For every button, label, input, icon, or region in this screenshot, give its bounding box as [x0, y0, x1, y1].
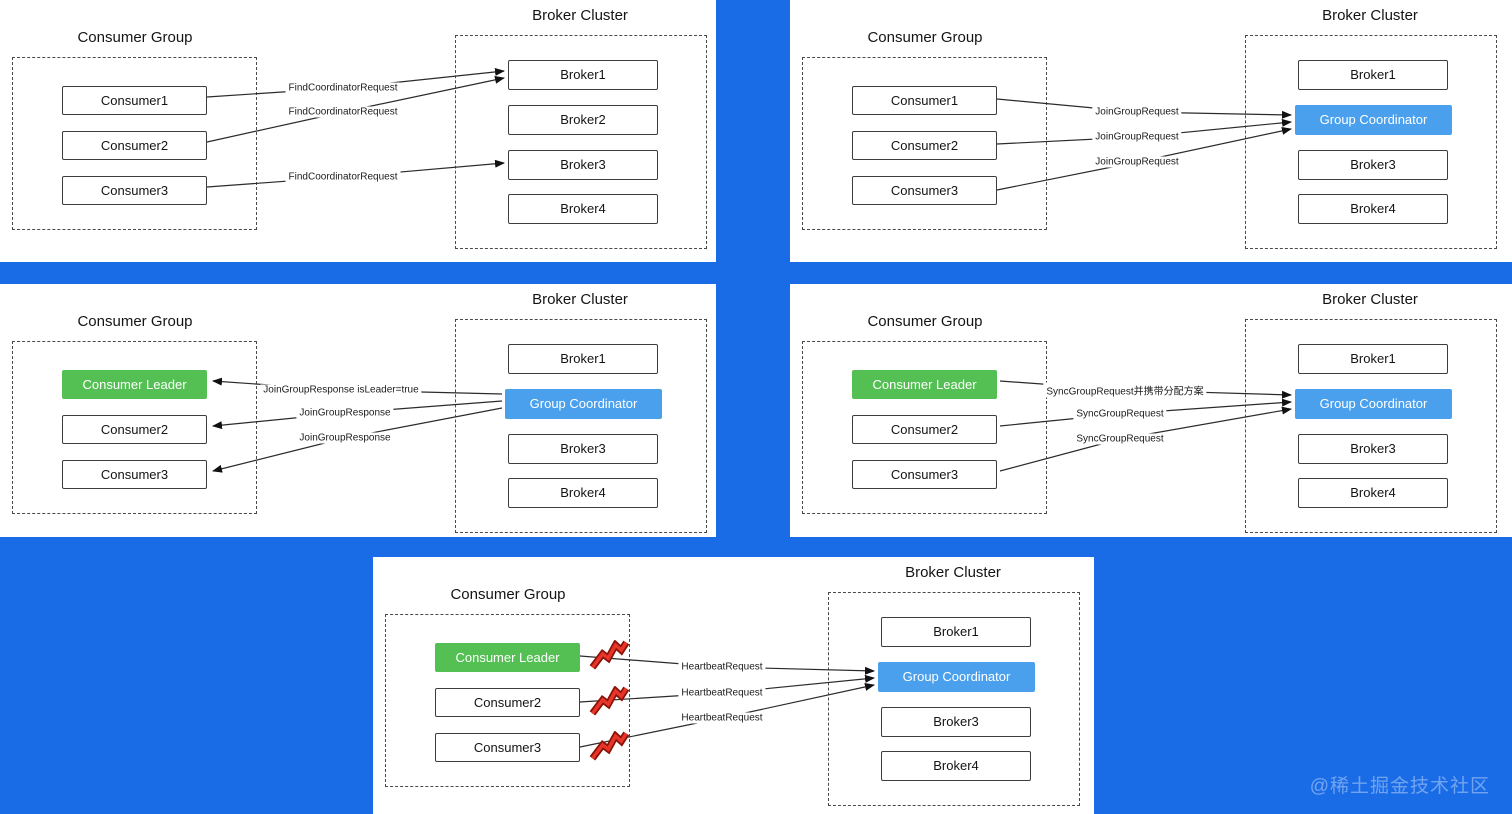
broker-node: Broker1	[881, 617, 1031, 647]
broker-node: Broker1	[508, 60, 658, 90]
broker-node: Broker1	[508, 344, 658, 374]
broker-node: Broker4	[508, 194, 658, 224]
consumer-node: Consumer2	[62, 131, 207, 160]
consumer-node: Consumer2	[435, 688, 580, 717]
broker-cluster-title: Broker Cluster	[905, 564, 1001, 581]
group-coordinator-node: Group Coordinator	[1295, 105, 1452, 135]
consumer-leader-node: Consumer Leader	[62, 370, 207, 399]
arrow-label: JoinGroupRequest	[1092, 156, 1182, 168]
consumer-node: Consumer2	[852, 415, 997, 444]
group-coordinator-node: Group Coordinator	[878, 662, 1035, 692]
arrow-label: SyncGroupRequest	[1073, 433, 1167, 445]
broker-node: Broker4	[1298, 194, 1448, 224]
lightning-bolt-icon	[589, 685, 630, 716]
consumer-group-title: Consumer Group	[77, 29, 193, 46]
broker-node: Broker1	[1298, 60, 1448, 90]
arrow-label: HeartbeatRequest	[678, 712, 766, 724]
arrow-label: JoinGroupResponse	[296, 407, 394, 419]
panel-heartbeat-request: Broker Cluster Consumer Group Consumer L…	[373, 557, 1094, 814]
consumer-node: Consumer3	[62, 460, 207, 489]
consumer-group-title: Consumer Group	[867, 29, 983, 46]
broker-cluster-title: Broker Cluster	[532, 291, 628, 308]
arrow-label: HeartbeatRequest	[678, 687, 766, 699]
watermark: @稀土掘金技术社区	[1309, 776, 1490, 797]
broker-cluster-title: Broker Cluster	[532, 7, 628, 24]
consumer-group-title: Consumer Group	[450, 586, 566, 603]
consumer-group-box	[12, 57, 257, 230]
consumer-node: Consumer3	[852, 460, 997, 489]
panel-join-group-request: Broker Cluster Consumer Group Consumer1 …	[790, 0, 1512, 262]
arrow-label: FindCoordinatorRequest	[285, 82, 401, 94]
broker-node: Broker3	[508, 150, 658, 180]
broker-node: Broker3	[1298, 434, 1448, 464]
group-coordinator-node: Group Coordinator	[1295, 389, 1452, 419]
consumer-node: Consumer1	[852, 86, 997, 115]
consumer-node: Consumer3	[62, 176, 207, 205]
arrow-label: JoinGroupRequest	[1092, 131, 1182, 143]
broker-node: Broker4	[508, 478, 658, 508]
consumer-group-title: Consumer Group	[867, 313, 983, 330]
consumer-node: Consumer3	[435, 733, 580, 762]
broker-node: Broker4	[1298, 478, 1448, 508]
arrow-label: SyncGroupRequest并携带分配方案	[1043, 382, 1207, 398]
broker-node: Broker2	[508, 105, 658, 135]
consumer-node: Consumer2	[852, 131, 997, 160]
broker-cluster-title: Broker Cluster	[1322, 291, 1418, 308]
consumer-group-title: Consumer Group	[77, 313, 193, 330]
broker-node: Broker1	[1298, 344, 1448, 374]
arrow-label: SyncGroupRequest	[1073, 408, 1167, 420]
consumer-leader-node: Consumer Leader	[852, 370, 997, 399]
consumer-leader-node: Consumer Leader	[435, 643, 580, 672]
arrow-label: HeartbeatRequest	[678, 661, 766, 673]
arrow-label: JoinGroupResponse isLeader=true	[260, 384, 422, 396]
arrow-label: FindCoordinatorRequest	[285, 106, 401, 118]
group-coordinator-node: Group Coordinator	[505, 389, 662, 419]
lightning-bolt-icon	[589, 730, 630, 761]
consumer-node: Consumer1	[62, 86, 207, 115]
arrow-label: JoinGroupRequest	[1092, 106, 1182, 118]
panel-join-group-response: Broker Cluster Consumer Group Consumer L…	[0, 284, 716, 537]
panel-find-coordinator: Broker Cluster Consumer Group Consumer1 …	[0, 0, 716, 262]
consumer-node: Consumer3	[852, 176, 997, 205]
broker-cluster-title: Broker Cluster	[1322, 7, 1418, 24]
broker-node: Broker3	[508, 434, 658, 464]
broker-node: Broker4	[881, 751, 1031, 781]
arrow-label: JoinGroupResponse	[296, 432, 394, 444]
consumer-node: Consumer2	[62, 415, 207, 444]
broker-node: Broker3	[1298, 150, 1448, 180]
panel-sync-group-request: Broker Cluster Consumer Group Consumer L…	[790, 284, 1512, 537]
broker-node: Broker3	[881, 707, 1031, 737]
lightning-bolt-icon	[589, 639, 630, 670]
arrow-label: FindCoordinatorRequest	[285, 171, 401, 183]
